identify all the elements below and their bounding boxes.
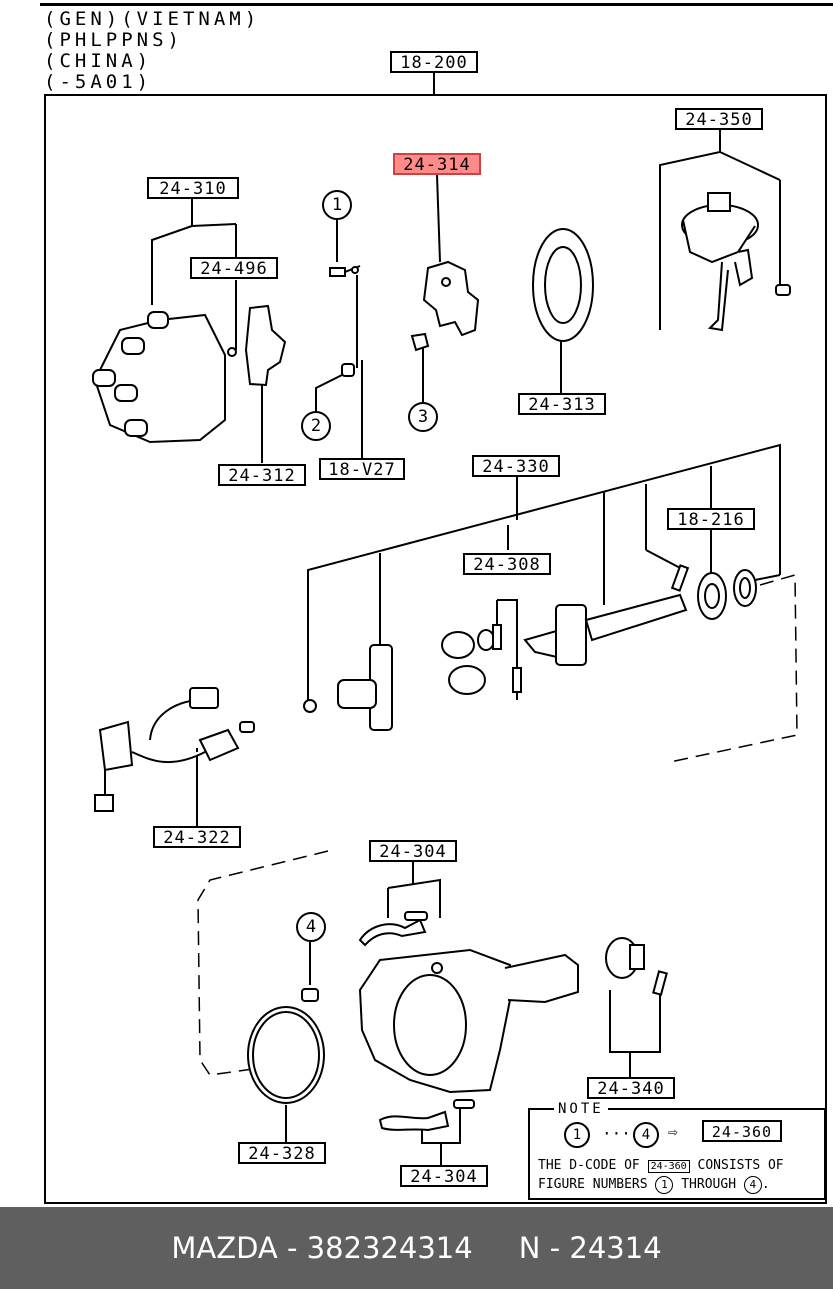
note-line-2-start: FIGURE NUMBERS	[538, 1177, 648, 1192]
note-line-1: THE D-CODE OF 24-360 CONSISTS OF	[538, 1158, 784, 1173]
note-line-2-circle-4: 4	[743, 1176, 762, 1194]
note-code-box[interactable]: 24-360	[702, 1120, 782, 1142]
note-range-end-circle: 4	[633, 1122, 659, 1148]
part-box-24-312[interactable]: 24-312	[218, 464, 306, 486]
note-line-2-through: THROUGH	[681, 1177, 737, 1192]
top-rule	[40, 3, 833, 6]
part-box-24-350[interactable]: 24-350	[675, 108, 763, 130]
note-line-2-circle-1: 1	[655, 1176, 674, 1194]
note-line-2: FIGURE NUMBERS 1 THROUGH 4.	[538, 1176, 770, 1194]
header-market-gen-vietnam: (GEN)(VIETNAM)	[44, 8, 261, 30]
figure-number-1: 1	[322, 190, 352, 220]
note-line-1-start: THE D-CODE OF	[538, 1158, 640, 1173]
part-box-18-v27[interactable]: 18-V27	[319, 458, 405, 480]
note-line-1-end: CONSISTS OF	[697, 1158, 784, 1173]
diagram-frame	[44, 94, 827, 1204]
footer-brand: MAZDA	[171, 1231, 278, 1265]
part-box-24-340[interactable]: 24-340	[587, 1077, 675, 1099]
part-box-24-496[interactable]: 24-496	[190, 257, 278, 279]
figure-number-3: 3	[408, 402, 438, 432]
part-box-24-330[interactable]: 24-330	[472, 455, 560, 477]
footer-bar: MAZDA - 382324314 N - 24314	[0, 1207, 833, 1289]
part-box-24-304-upper[interactable]: 24-304	[369, 840, 457, 862]
note-title: NOTE	[554, 1101, 608, 1117]
note-line-1-code: 24-360	[647, 1160, 690, 1173]
part-box-24-313[interactable]: 24-313	[518, 393, 606, 415]
footer-reference: N - 24314	[518, 1231, 662, 1265]
note-arrow-icon: ⇨	[668, 1122, 678, 1141]
part-box-18-200[interactable]: 18-200	[390, 51, 478, 73]
note-range-start-circle: 1	[564, 1122, 590, 1148]
note-box: NOTE 1 ··· 4 ⇨ 24-360 THE D-CODE OF 24-3…	[528, 1101, 826, 1200]
part-box-24-304-lower[interactable]: 24-304	[400, 1165, 488, 1187]
part-box-24-328[interactable]: 24-328	[238, 1142, 326, 1164]
part-box-24-314-highlighted[interactable]: 24-314	[393, 153, 481, 175]
figure-number-4: 4	[296, 912, 326, 942]
figure-number-2: 2	[301, 411, 331, 441]
header-market-philippines: (PHLPPNS)	[44, 29, 183, 51]
note-line-2-period: .	[761, 1177, 770, 1192]
part-box-24-308[interactable]: 24-308	[463, 553, 551, 575]
part-box-24-310[interactable]: 24-310	[147, 177, 239, 199]
part-box-18-216[interactable]: 18-216	[667, 508, 755, 530]
header-market-china: (CHINA)	[44, 50, 153, 72]
part-box-24-322[interactable]: 24-322	[153, 826, 241, 848]
note-range-dots: ···	[602, 1124, 631, 1143]
header-model-code: (-5A01)	[44, 71, 153, 93]
footer-part-number: 382324314	[306, 1231, 473, 1265]
